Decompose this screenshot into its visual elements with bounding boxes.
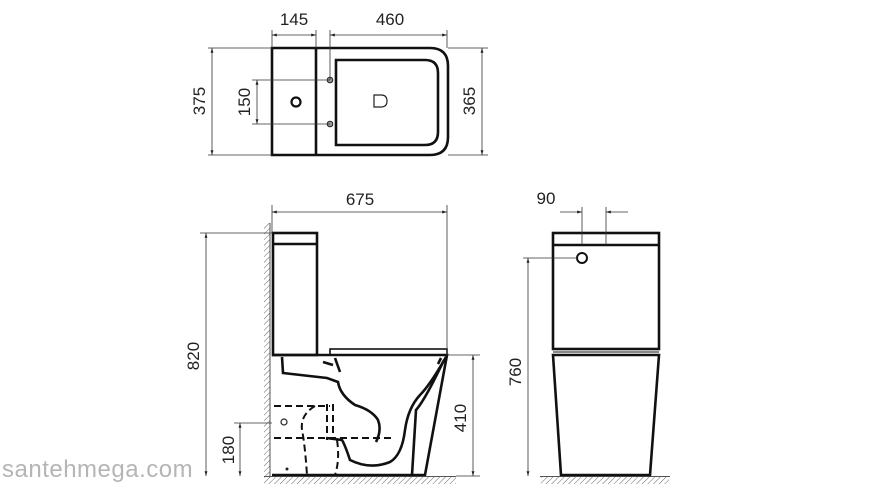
dim-seat-height: 410	[451, 404, 470, 432]
dim-tank-depth: 145	[280, 10, 308, 29]
front-view: 90 760	[506, 189, 670, 484]
dim-inlet-spacing: 150	[235, 88, 254, 116]
dim-total-height: 820	[184, 342, 203, 370]
watermark: santehmega.com	[2, 456, 194, 483]
dim-outlet-height: 180	[219, 436, 238, 464]
top-view: 145 460 375 150 365	[190, 10, 488, 157]
side-view: 675 820 410 180	[184, 190, 480, 484]
dim-total-length: 675	[346, 190, 374, 209]
dim-inlet-height: 760	[506, 358, 525, 386]
flush-button-icon	[290, 96, 302, 108]
dim-seat-width: 365	[460, 87, 479, 115]
dim-seat-length: 460	[376, 10, 404, 29]
dim-total-width: 375	[190, 87, 209, 115]
dim-inlet-offset: 90	[537, 189, 556, 208]
